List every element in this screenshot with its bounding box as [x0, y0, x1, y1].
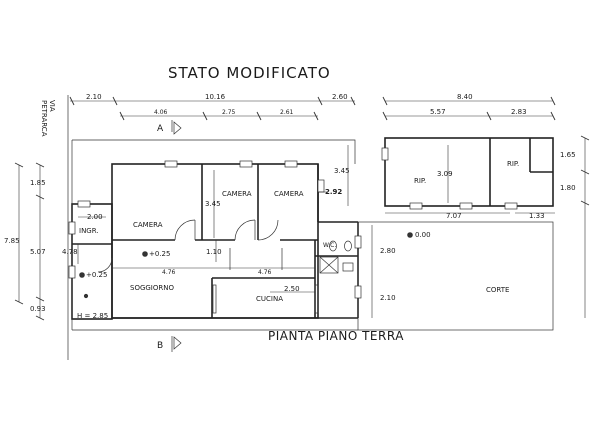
right-dimensions: 1.65 1.80 1.33	[515, 135, 590, 318]
dim-7-85: 7.85	[4, 237, 20, 245]
dim-1-80: 1.80	[560, 184, 576, 192]
dim-2-61: 2.61	[280, 109, 294, 116]
street-label: VIA PETRARCA	[40, 100, 56, 137]
room-rip-2: RIP.	[507, 160, 519, 168]
drawing-subtitle: PIANTA PIANO TERRA	[268, 329, 404, 343]
room-ingresso: INGR.	[79, 227, 99, 235]
dim-4-06: 4.06	[154, 109, 168, 116]
drawing-title: STATO MODIFICATO	[168, 64, 331, 82]
dim-8-40: 8.40	[457, 93, 473, 101]
dim-5-57: 5.57	[430, 108, 446, 116]
level-markers: +0.25 +0.25 0.00	[79, 231, 431, 299]
section-label-b: B	[157, 341, 163, 351]
dim-3-09: 3.09	[437, 170, 453, 178]
room-wc: W.C.	[323, 242, 336, 249]
dim-1-10: 1.10	[206, 248, 222, 256]
dim-3-45-camera: 3.45	[205, 200, 221, 208]
room-rip-1: RIP.	[414, 177, 426, 185]
room-camera-2: CAMERA	[222, 190, 252, 198]
street-label-line-2: PETRARCA	[40, 100, 48, 137]
dim-1-85: 1.85	[30, 179, 46, 187]
dim-2-75: 2.75	[222, 109, 236, 116]
house-walls	[71, 163, 359, 320]
level-plus-025-entrance: +0.25	[86, 271, 107, 279]
dim-2-92: 2.92	[325, 188, 342, 196]
doors	[97, 219, 319, 314]
section-label-a: A	[157, 124, 164, 134]
ceiling-height: H = 2.85	[77, 312, 108, 320]
level-zero-court: 0.00	[415, 231, 431, 239]
dim-2-50: 2.50	[284, 285, 300, 293]
street-label-line-1: VIA	[48, 100, 56, 112]
interior-dimensions: 2.00 4.78 3.45 3.45 2.92 3.09 7.07 1.10 …	[62, 145, 510, 320]
dim-10-16: 10.16	[205, 93, 226, 101]
room-labels: CAMERA CAMERA CAMERA INGR. SOGGIORNO CUC…	[79, 160, 519, 303]
dim-2-60: 2.60	[332, 93, 348, 101]
dim-5-07: 5.07	[30, 248, 46, 256]
dim-4-76-living: 4.76	[162, 269, 176, 276]
level-plus-025-living: +0.25	[149, 250, 170, 258]
dim-2-83: 2.83	[511, 108, 527, 116]
dim-2-80: 2.80	[380, 247, 396, 255]
dim-0-93: 0.93	[30, 305, 46, 313]
wc-fixtures	[319, 240, 354, 274]
dim-2-10-court: 2.10	[380, 294, 396, 302]
section-markers: A B	[157, 120, 182, 352]
dim-4-78: 4.78	[62, 248, 78, 256]
dim-2-10-top: 2.10	[86, 93, 102, 101]
dim-3-45-storage: 3.45	[334, 167, 350, 175]
room-soggiorno: SOGGIORNO	[130, 284, 174, 292]
left-dimensions: 7.85 1.85 5.07 0.93	[4, 162, 46, 321]
room-corte: CORTE	[486, 286, 509, 294]
room-camera-3: CAMERA	[274, 190, 304, 198]
dim-1-65: 1.65	[560, 151, 576, 159]
storage-block	[384, 137, 554, 207]
dim-2-00: 2.00	[87, 213, 103, 221]
dim-1-33: 1.33	[529, 212, 545, 220]
lot-boundary	[71, 139, 554, 331]
room-cucina: CUCINA	[256, 295, 283, 303]
room-camera-1: CAMERA	[133, 221, 163, 229]
dim-7-07: 7.07	[446, 212, 462, 220]
windows	[68, 147, 518, 299]
dim-4-76-kitchen: 4.76	[258, 269, 272, 276]
top-dimensions: 2.10 10.16 2.60 4.06 2.75 2.61 8.40 5.57…	[69, 93, 556, 121]
